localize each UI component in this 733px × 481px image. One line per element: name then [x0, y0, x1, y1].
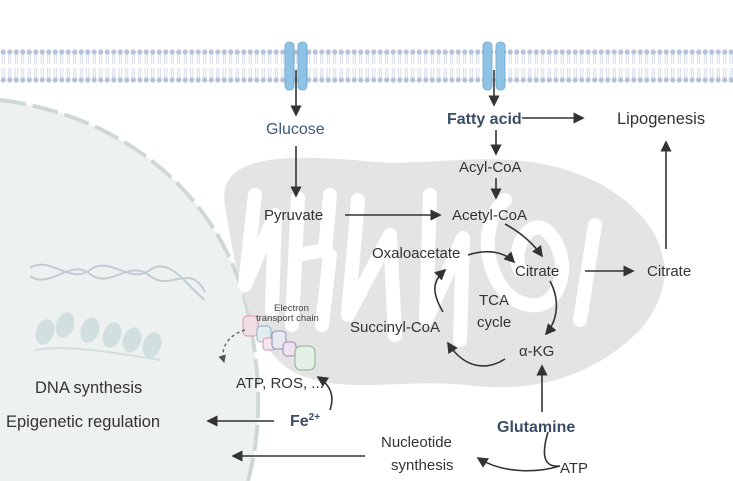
- glutamine-label: Glutamine: [497, 419, 575, 436]
- fatty-acid-transporter-channel: [482, 41, 506, 91]
- acyl-coa-label: Acyl-CoA: [459, 159, 522, 176]
- tca-label-line1: TCA: [479, 292, 509, 309]
- nucleus: [0, 98, 261, 481]
- atp-ros-label: ATP, ROS, ...: [236, 375, 324, 392]
- citrate-outer-label: Citrate: [647, 263, 691, 280]
- etc-label-line1: Electron: [274, 303, 309, 314]
- lipogenesis-label: Lipogenesis: [617, 110, 705, 128]
- etc-label-line2: transport chain: [256, 313, 319, 324]
- dna-helix-icon: [29, 263, 206, 301]
- acetyl-coa-label: Acetyl-CoA: [452, 207, 527, 224]
- electron-transport-chain-icon: [242, 315, 316, 371]
- nucleotide-label-line2: synthesis: [391, 457, 454, 474]
- epigenetic-regulation-label: Epigenetic regulation: [6, 413, 160, 431]
- succinyl-coa-label: Succinyl-CoA: [350, 319, 440, 336]
- dna-synthesis-label: DNA synthesis: [35, 379, 142, 397]
- fe-charge: 2+: [309, 412, 321, 423]
- fe-label: Fe2+: [290, 412, 320, 430]
- atp-label: ATP: [560, 460, 588, 477]
- pyruvate-label: Pyruvate: [264, 207, 323, 224]
- cell-membrane: [0, 48, 733, 86]
- fatty-acid-label: Fatty acid: [447, 111, 522, 128]
- glucose-transporter-channel: [284, 41, 308, 91]
- citrate-inner-label: Citrate: [515, 263, 559, 280]
- nucleotide-label-line1: Nucleotide: [381, 434, 452, 451]
- arrows: [206, 70, 672, 472]
- oxaloacetate-label: Oxaloacetate: [372, 245, 460, 262]
- chromatin-icon: [34, 312, 162, 361]
- tca-label-line2: cycle: [477, 314, 511, 331]
- glucose-label: Glucose: [266, 121, 325, 138]
- alpha-kg-label: α-KG: [519, 343, 554, 360]
- fe-symbol: Fe: [290, 413, 309, 430]
